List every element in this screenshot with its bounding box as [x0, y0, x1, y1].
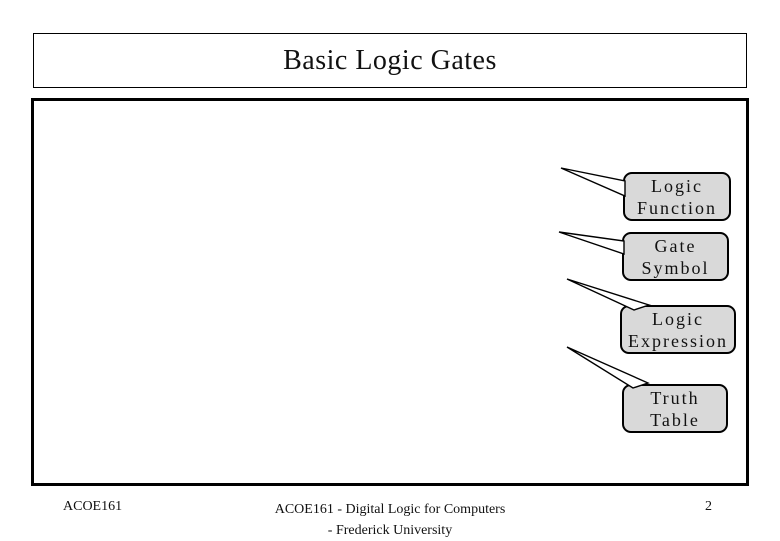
callout-truth-table: Truth Table: [622, 384, 728, 433]
callout-logic-expression: Logic Expression: [620, 305, 736, 354]
footer-center-text: ACOE161 - Digital Logic for Computers - …: [0, 499, 780, 541]
footer-page-number: 2: [705, 499, 712, 514]
footer-course-code: ACOE161: [63, 499, 123, 514]
callout-line: Gate: [654, 235, 697, 256]
callout-logic-function: Logic Function: [623, 172, 731, 221]
callout-gate-symbol: Gate Symbol: [622, 232, 729, 281]
callout-line: Table: [650, 409, 700, 430]
footer-center-line2: - Frederick University: [327, 523, 453, 538]
callout-line: Logic: [651, 175, 703, 196]
callout-line: Function: [636, 197, 717, 218]
callout-line: Truth: [650, 387, 700, 408]
slide-title: Basic Logic Gates: [283, 44, 497, 76]
footer-center-line1: ACOE161 - Digital Logic for Computers: [274, 502, 506, 517]
title-box: Basic Logic Gates: [33, 33, 747, 88]
callout-line: Expression: [628, 330, 728, 351]
callout-line: Symbol: [641, 257, 710, 278]
callout-line: Logic: [652, 308, 704, 329]
